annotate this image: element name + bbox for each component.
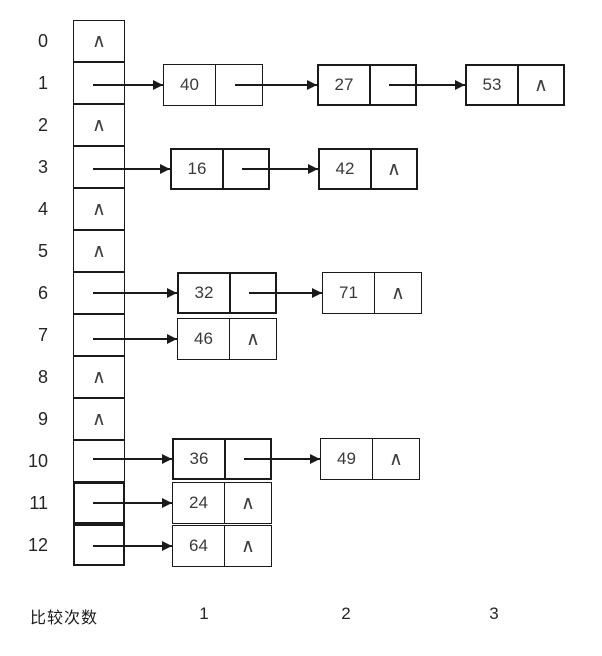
null-pointer-symbol: ∧ [246, 328, 260, 350]
pointer-arrow-bucket11 [93, 498, 172, 508]
node-value: 71 [323, 273, 375, 313]
pointer-arrow-bucket6 [93, 288, 177, 298]
pointer-arrow-16-42 [242, 164, 318, 174]
node-pointer-field: ∧ [519, 66, 563, 104]
pointer-arrow-40-27 [235, 80, 317, 90]
list-node-42: 42 ∧ [318, 148, 418, 190]
bucket-index-10: 10 [27, 451, 48, 471]
bucket-cell-10 [73, 440, 125, 482]
comparison-count-1: 1 [199, 604, 209, 623]
bucket-index-8: 8 [37, 367, 48, 387]
pointer-arrow-32-71 [249, 288, 322, 298]
node-value: 42 [320, 150, 372, 188]
comparison-count-3: 3 [489, 604, 499, 623]
bucket-index-1: 1 [37, 73, 48, 93]
node-value: 24 [173, 483, 225, 523]
node-pointer-field: ∧ [225, 483, 271, 523]
bucket-index-3: 3 [37, 157, 48, 177]
bucket-cell-4: ∧ [73, 188, 125, 230]
null-pointer-symbol: ∧ [92, 114, 106, 136]
pointer-arrow-bucket1 [93, 80, 163, 90]
null-pointer-symbol: ∧ [241, 492, 255, 514]
null-pointer-symbol: ∧ [534, 74, 548, 96]
node-pointer-field: ∧ [375, 273, 421, 313]
bucket-index-12: 12 [27, 535, 48, 555]
bucket-index-11: 11 [29, 493, 48, 513]
bucket-index-2: 2 [37, 115, 48, 135]
node-pointer-field: ∧ [372, 150, 416, 188]
bucket-cell-0: ∧ [73, 20, 125, 62]
list-node-64: 64 ∧ [172, 525, 272, 567]
node-value: 64 [173, 526, 225, 566]
list-node-24: 24 ∧ [172, 482, 272, 524]
pointer-arrow-bucket3 [93, 164, 170, 174]
pointer-arrow-bucket12 [93, 541, 172, 551]
null-pointer-symbol: ∧ [92, 408, 106, 430]
node-value: 40 [164, 65, 216, 105]
null-pointer-symbol: ∧ [92, 30, 106, 52]
list-node-46: 46 ∧ [177, 318, 277, 360]
node-pointer-field: ∧ [230, 319, 276, 359]
pointer-arrow-27-53 [389, 80, 465, 90]
bucket-index-9: 9 [37, 409, 48, 429]
node-value: 53 [467, 66, 519, 104]
list-node-71: 71 ∧ [322, 272, 422, 314]
null-pointer-symbol: ∧ [389, 448, 403, 470]
list-node-53: 53 ∧ [465, 64, 565, 106]
pointer-arrow-36-49 [244, 454, 320, 464]
null-pointer-symbol: ∧ [387, 158, 401, 180]
bucket-cell-1 [73, 62, 125, 104]
node-value: 16 [172, 150, 224, 188]
comparison-count-label: 比较次数 [30, 610, 99, 627]
bucket-cell-7 [73, 314, 125, 356]
node-value: 46 [178, 319, 230, 359]
node-value: 32 [179, 274, 231, 312]
bucket-index-6: 6 [37, 283, 48, 303]
bucket-cell-5: ∧ [73, 230, 125, 272]
null-pointer-symbol: ∧ [391, 282, 405, 304]
node-value: 36 [174, 440, 226, 478]
bucket-cell-2: ∧ [73, 104, 125, 146]
pointer-arrow-bucket10 [93, 454, 172, 464]
bucket-index-4: 4 [37, 199, 48, 219]
bucket-index-7: 7 [37, 325, 48, 345]
bucket-cell-8: ∧ [73, 356, 125, 398]
list-node-16: 16 [170, 148, 270, 190]
node-value: 27 [319, 66, 371, 104]
null-pointer-symbol: ∧ [92, 240, 106, 262]
node-value: 49 [321, 439, 373, 479]
pointer-arrow-bucket7 [93, 334, 177, 344]
bucket-index-5: 5 [37, 241, 48, 261]
node-pointer-field: ∧ [373, 439, 419, 479]
bucket-index-0: 0 [37, 31, 48, 51]
null-pointer-symbol: ∧ [92, 198, 106, 220]
bucket-cell-9: ∧ [73, 398, 125, 440]
bucket-cell-3 [73, 146, 125, 188]
null-pointer-symbol: ∧ [92, 366, 106, 388]
null-pointer-symbol: ∧ [241, 535, 255, 557]
node-pointer-field: ∧ [225, 526, 271, 566]
comparison-count-2: 2 [341, 604, 351, 623]
list-node-49: 49 ∧ [320, 438, 420, 480]
